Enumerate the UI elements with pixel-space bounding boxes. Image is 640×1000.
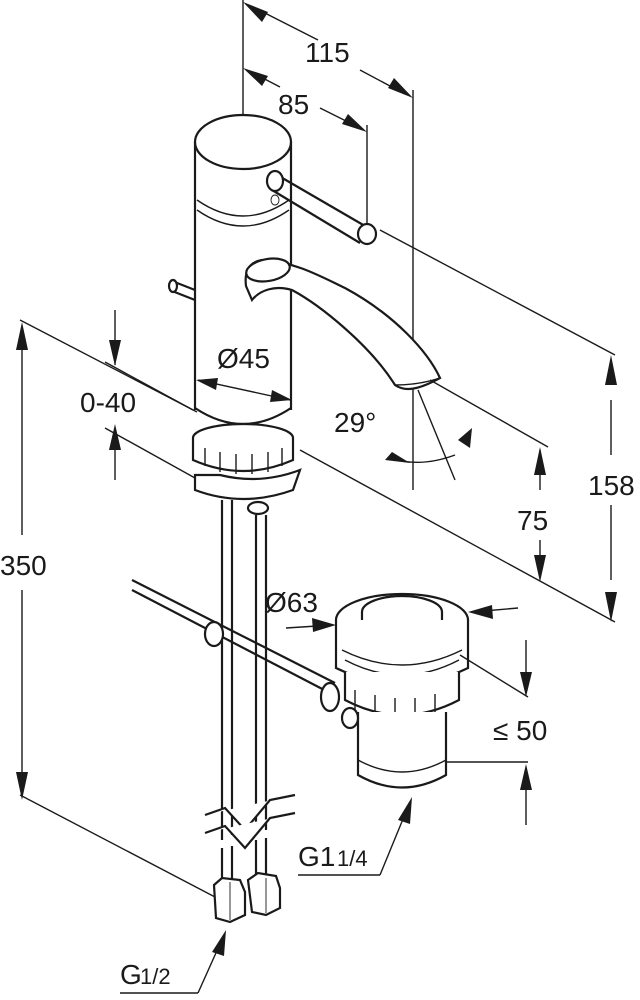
thread-label-supply: G 1/2 (120, 930, 226, 994)
dim-75-label: 75 (517, 505, 548, 536)
lever-handle (265, 169, 378, 246)
dimension-50: ≤ 50 (445, 640, 547, 825)
dimension-75: 75 (429, 379, 549, 582)
thread-waste-main: G1 (298, 841, 335, 872)
mounting-assembly (191, 422, 302, 516)
dim-diameter-45-label: Ø45 (217, 343, 270, 374)
thread-supply-sub: 1/2 (140, 964, 171, 989)
dim-0-40-label: 0-40 (80, 387, 136, 418)
dim-350-label: 350 (0, 550, 47, 581)
popup-rod (131, 579, 341, 713)
thread-waste-sub: 1/4 (337, 846, 368, 871)
dim-angle-label: 29° (334, 407, 376, 438)
dim-158-label: 158 (588, 470, 635, 501)
waste-assembly (334, 592, 470, 789)
supply-hoses (204, 500, 296, 924)
spout (244, 257, 442, 391)
dimension-diameter-45: Ø45 (196, 343, 292, 402)
dim-115-label: 115 (305, 37, 350, 68)
thread-supply-main: G (120, 959, 142, 990)
tap-body (131, 113, 442, 924)
dimension-angle-29: 29° (334, 389, 472, 481)
dim-50-label: ≤ 50 (493, 715, 547, 746)
dimension-85: 85 (243, 68, 368, 230)
dim-85-label: 85 (278, 89, 309, 120)
thread-label-waste: G1 1/4 (298, 797, 412, 876)
dimension-0-40: 0-40 (80, 310, 196, 480)
dim-diameter-63-label: Ø63 (265, 587, 318, 618)
dimension-diameter-63: Ø63 (265, 587, 519, 632)
dimension-158: 158 (299, 229, 635, 623)
dimension-115: 115 (242, 0, 414, 490)
